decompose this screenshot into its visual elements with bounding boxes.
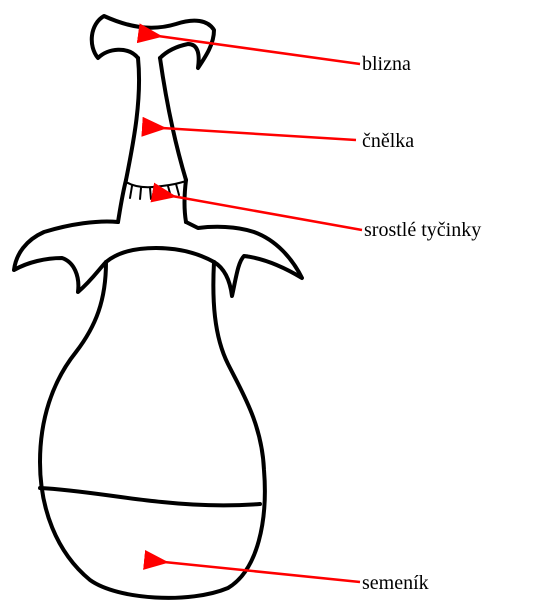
arrow-semenik bbox=[164, 562, 360, 582]
arrow-cnelka bbox=[162, 128, 356, 140]
stamen-stroke-5 bbox=[168, 186, 171, 197]
label-cnelka: čnělka bbox=[362, 130, 414, 152]
ovary-band bbox=[40, 488, 260, 505]
label-tycinky: srostlé tyčinky bbox=[364, 219, 481, 241]
stamen-stroke-3 bbox=[150, 188, 151, 199]
arrow-blizna bbox=[158, 36, 360, 64]
stamen-stroke-4 bbox=[159, 188, 161, 199]
stamen-stroke-6 bbox=[176, 184, 179, 195]
arrow-tycinky bbox=[172, 196, 362, 230]
ovary-outline bbox=[40, 262, 265, 598]
perianth-outline bbox=[14, 221, 302, 296]
label-blizna: blizna bbox=[362, 53, 411, 75]
style-right-edge bbox=[160, 58, 186, 180]
stamen-stroke-1 bbox=[130, 186, 132, 198]
stamen-tube-left bbox=[118, 180, 126, 222]
label-semenik: semeník bbox=[362, 572, 429, 594]
stamen-tube-right bbox=[185, 180, 187, 222]
style-left-edge bbox=[126, 58, 139, 180]
stamen-stroke-2 bbox=[140, 188, 141, 199]
